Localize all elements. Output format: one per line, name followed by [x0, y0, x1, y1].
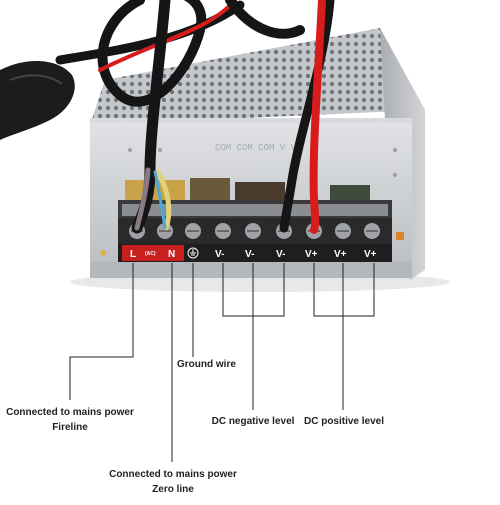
zero-line-label-line2: Zero line	[152, 484, 194, 495]
terminal-label-strip	[118, 244, 392, 262]
ground-wire-label: Ground wire	[177, 359, 236, 370]
wires	[55, 0, 335, 234]
leader-dc-positive	[313, 263, 375, 410]
leader-lines	[69, 263, 375, 462]
base-plate	[90, 262, 412, 278]
indicator-led	[100, 250, 106, 256]
wire-dc-positive	[309, 0, 326, 234]
terminal-v-minus-1: V-	[215, 249, 224, 260]
wire-neutral	[155, 169, 172, 231]
wire-ac-sheath	[131, 0, 171, 234]
top-cover-mesh	[90, 28, 425, 125]
internal-component-coil	[190, 178, 230, 204]
ac-input-red-zone	[122, 245, 184, 261]
terminal-v-plus-2: V+	[334, 249, 347, 260]
dc-positive-label: DC positive level	[303, 416, 385, 427]
fireline-label-line1: Connected to mains power	[6, 407, 134, 418]
ground-symbol-icon	[187, 247, 199, 259]
front-panel-edge	[90, 118, 412, 123]
dc-plug	[0, 60, 75, 141]
dc-negative-label: DC negative level	[211, 416, 295, 427]
internal-component-yellow	[125, 180, 185, 202]
wire-red-thin	[98, 0, 237, 72]
leader-fireline	[69, 263, 134, 400]
zero-line-label: Connected to mains power Zero line	[103, 467, 243, 497]
terminal-l-label: L	[130, 249, 136, 260]
fireline-label-line2: Fireline	[52, 422, 88, 433]
fireline-label: Connected to mains power Fireline	[0, 405, 140, 435]
internal-component-cap	[235, 182, 285, 202]
wire-black-top	[225, 0, 305, 39]
terminal-v-plus-1: V+	[305, 249, 318, 260]
terminal-v-minus-2: V-	[245, 249, 254, 260]
terminal-ac-label: (AC)	[145, 251, 156, 257]
terminal-v-plus-3: V+	[364, 249, 377, 260]
zero-line-label-line1: Connected to mains power	[109, 469, 237, 480]
embossed-text: COM COM COM V V	[215, 143, 297, 153]
terminal-n-label: N	[168, 249, 175, 260]
terminal-cover-plate	[122, 204, 388, 216]
wire-live	[134, 167, 151, 231]
wire-ground-blue	[153, 170, 167, 230]
adjust-potentiometer	[396, 232, 404, 240]
wire-black-upper	[55, 0, 245, 65]
terminal-v-minus-3: V-	[276, 249, 285, 260]
internal-component-board	[330, 185, 370, 203]
leader-dc-negative	[222, 263, 285, 410]
